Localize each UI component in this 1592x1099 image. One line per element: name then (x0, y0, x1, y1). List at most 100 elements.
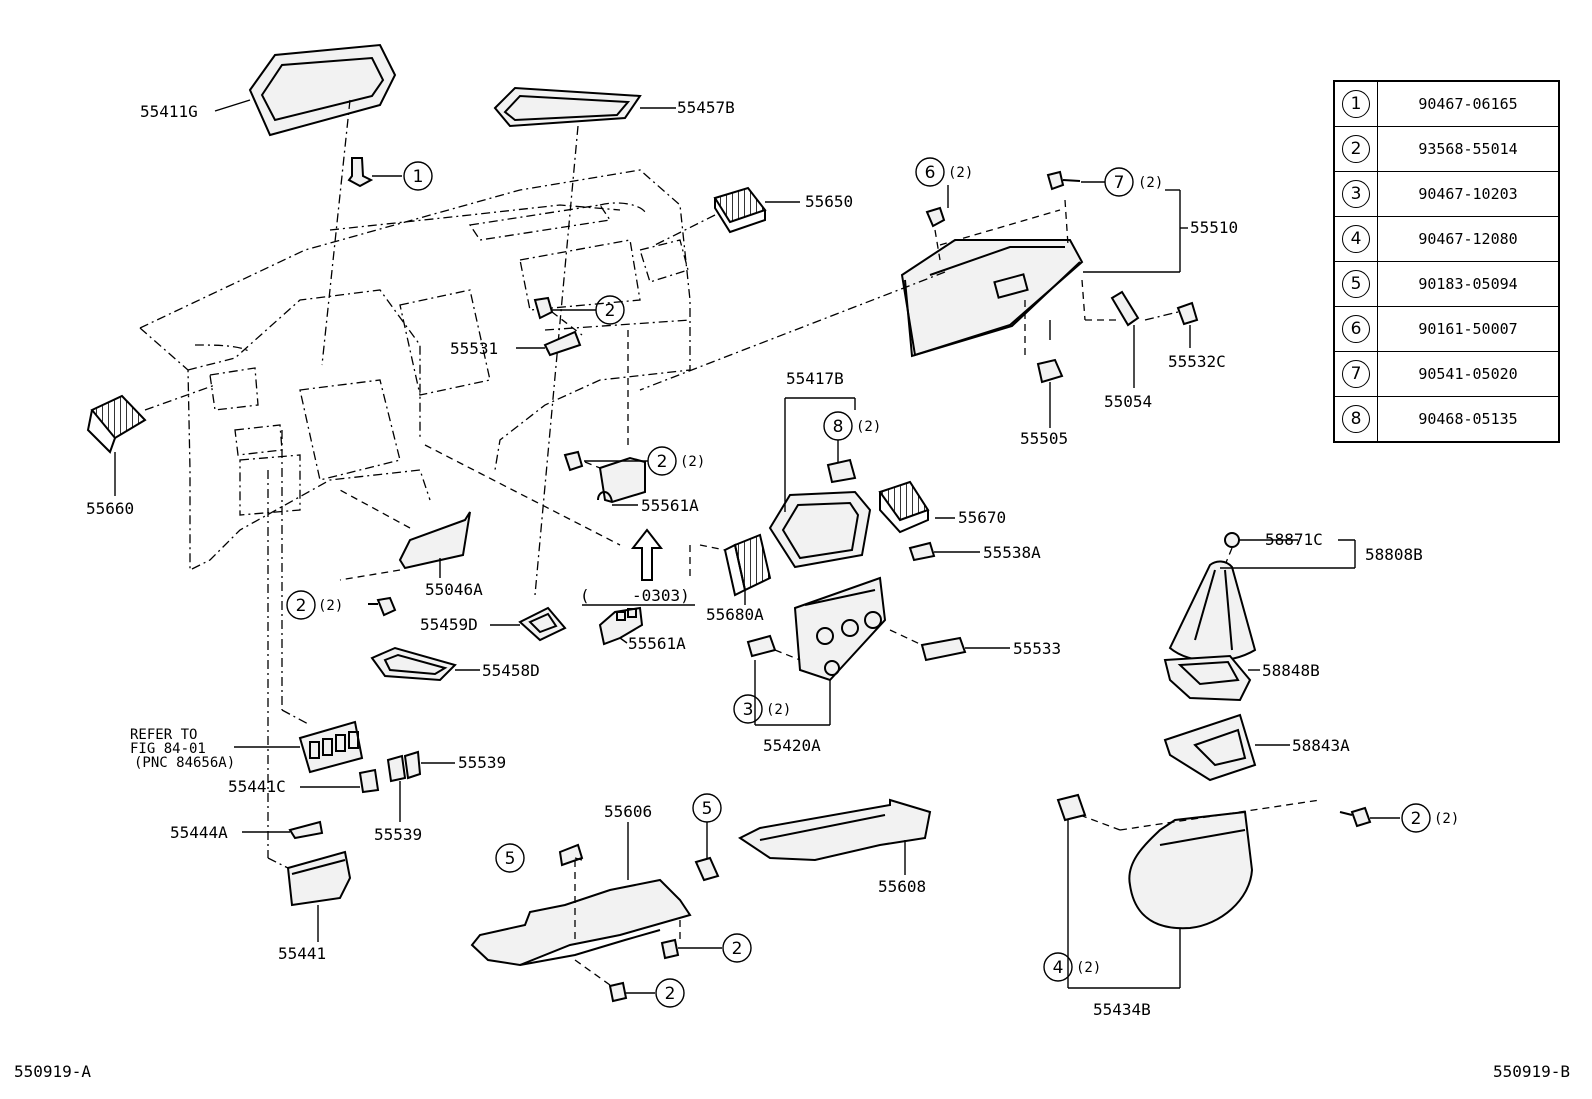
label-55459D: 55459D (420, 615, 478, 634)
legend-part-number: 90161-50007 (1377, 306, 1560, 352)
bezel-58848B (1163, 654, 1252, 702)
legend-key-cell: 6 (1333, 306, 1378, 352)
instrument-panel-outline (139, 169, 691, 572)
legend-part-number: 90468-05135 (1377, 396, 1560, 443)
svg-text:(2): (2) (1138, 175, 1163, 191)
air-vent-55680A (424, 444, 772, 597)
svg-text:(2): (2) (680, 454, 705, 470)
svg-text:(2): (2) (766, 702, 791, 718)
screw-2-left (368, 596, 397, 617)
svg-text:(2): (2) (1076, 960, 1101, 976)
console-55434B (1068, 799, 1321, 989)
legend-part-number: 90467-12080 (1377, 216, 1560, 262)
figure-code-left: 550919-A (14, 1062, 92, 1081)
label-55420A: 55420A (763, 736, 821, 755)
svg-text:2: 2 (296, 596, 307, 616)
svg-text:4: 4 (1053, 958, 1064, 978)
callout-2-c: 2 (286, 590, 316, 620)
label-55457B: 55457B (677, 98, 735, 117)
clip-5-right (694, 822, 720, 882)
stopper-55532C (1144, 301, 1199, 348)
knob-55533 (889, 629, 967, 662)
svg-text:2: 2 (657, 452, 668, 472)
label-55539-a: 55539 (458, 753, 506, 772)
knob-55538A (908, 541, 936, 562)
callout-5-b: 5 (692, 793, 722, 823)
leader-lines (114, 99, 1400, 994)
air-vent-55650 (654, 186, 767, 246)
svg-text:3: 3 (743, 700, 754, 720)
legend-key-cell: 1 (1333, 80, 1378, 127)
label-55680A: 55680A (706, 605, 764, 624)
label-55458D: 55458D (482, 661, 540, 680)
refer-line-1: REFER TO (130, 727, 197, 743)
clip-8 (826, 440, 857, 484)
refer-line-3: (PNC 84656A) (134, 755, 235, 771)
callout-2-b: 2 (647, 446, 677, 476)
label-55417B: 55417B (786, 369, 844, 388)
bracket-55531 (543, 330, 582, 357)
damper-55054 (1110, 290, 1140, 388)
svg-text:2: 2 (732, 939, 743, 959)
air-vent-55660 (86, 384, 216, 454)
legend-key-cell: 7 (1333, 351, 1378, 397)
clip-4 (1056, 793, 1087, 988)
legend-part-number: 90183-05094 (1377, 261, 1560, 307)
callout-7: 7 (1104, 167, 1134, 197)
part-labels: 55411G 55457B 55650 55510 55532C 55054 5… (86, 98, 1423, 1019)
label-55533: 55533 (1013, 639, 1061, 658)
screw-2-bottom-b (608, 981, 628, 1003)
label-55505: 55505 (1020, 429, 1068, 448)
label-55444A: 55444A (170, 823, 228, 842)
callout-2-e: 2 (722, 933, 752, 963)
callout-1: 1 (403, 161, 433, 191)
figure-code-right: 550919-B (1493, 1062, 1571, 1081)
svg-text:1: 1 (413, 167, 424, 187)
bracket-55561A-top (584, 456, 646, 504)
clip-6 (925, 206, 946, 228)
legend-key-cell: 3 (1333, 171, 1378, 217)
legend-part-number: 93568-55014 (1377, 126, 1560, 172)
legend-part-number: 90467-06165 (1377, 80, 1560, 127)
callout-2-f: 2 (655, 978, 685, 1008)
svg-text:(2): (2) (948, 165, 973, 181)
quantity-annotations: (2) (2) (2) (2) (2) (2) (2) (2) (318, 165, 1459, 976)
screw-2-bottom-a (660, 938, 680, 960)
screw-7 (1046, 170, 1081, 191)
label-58843A: 58843A (1292, 736, 1350, 755)
svg-text:8: 8 (833, 417, 844, 437)
label-58871C: 58871C (1265, 530, 1323, 549)
callout-4: 4 (1043, 952, 1073, 982)
date-range: -0303) (632, 586, 690, 605)
glove-box-55510 (639, 199, 1120, 391)
latch-55505 (1036, 358, 1064, 428)
svg-text:(2): (2) (1434, 811, 1459, 827)
legend-key-circle: 4 (1342, 225, 1370, 253)
legend-key-circle: 5 (1342, 270, 1370, 298)
panel-55457B (493, 86, 642, 596)
air-vent-55670 (878, 480, 930, 534)
svg-text:(2): (2) (318, 598, 343, 614)
arrow-up (630, 528, 664, 581)
legend-key-cell: 4 (1333, 216, 1378, 262)
label-55441: 55441 (278, 944, 326, 963)
clip-55441C (358, 768, 380, 794)
svg-text:7: 7 (1114, 173, 1125, 193)
legend-part-number: 90541-05020 (1377, 351, 1560, 397)
label-55411G: 55411G (140, 102, 198, 121)
label-55441C: 55441C (228, 777, 286, 796)
legend-key-cell: 8 (1333, 396, 1378, 443)
label-55670: 55670 (958, 508, 1006, 527)
label-55660: 55660 (86, 499, 134, 518)
legend-key-circle: 7 (1342, 360, 1370, 388)
label-55606: 55606 (604, 802, 652, 821)
label-55510: 55510 (1190, 218, 1238, 237)
meter-hood-55411G (248, 43, 397, 366)
svg-text:2: 2 (1411, 809, 1422, 829)
bracket-55608 (738, 798, 932, 862)
